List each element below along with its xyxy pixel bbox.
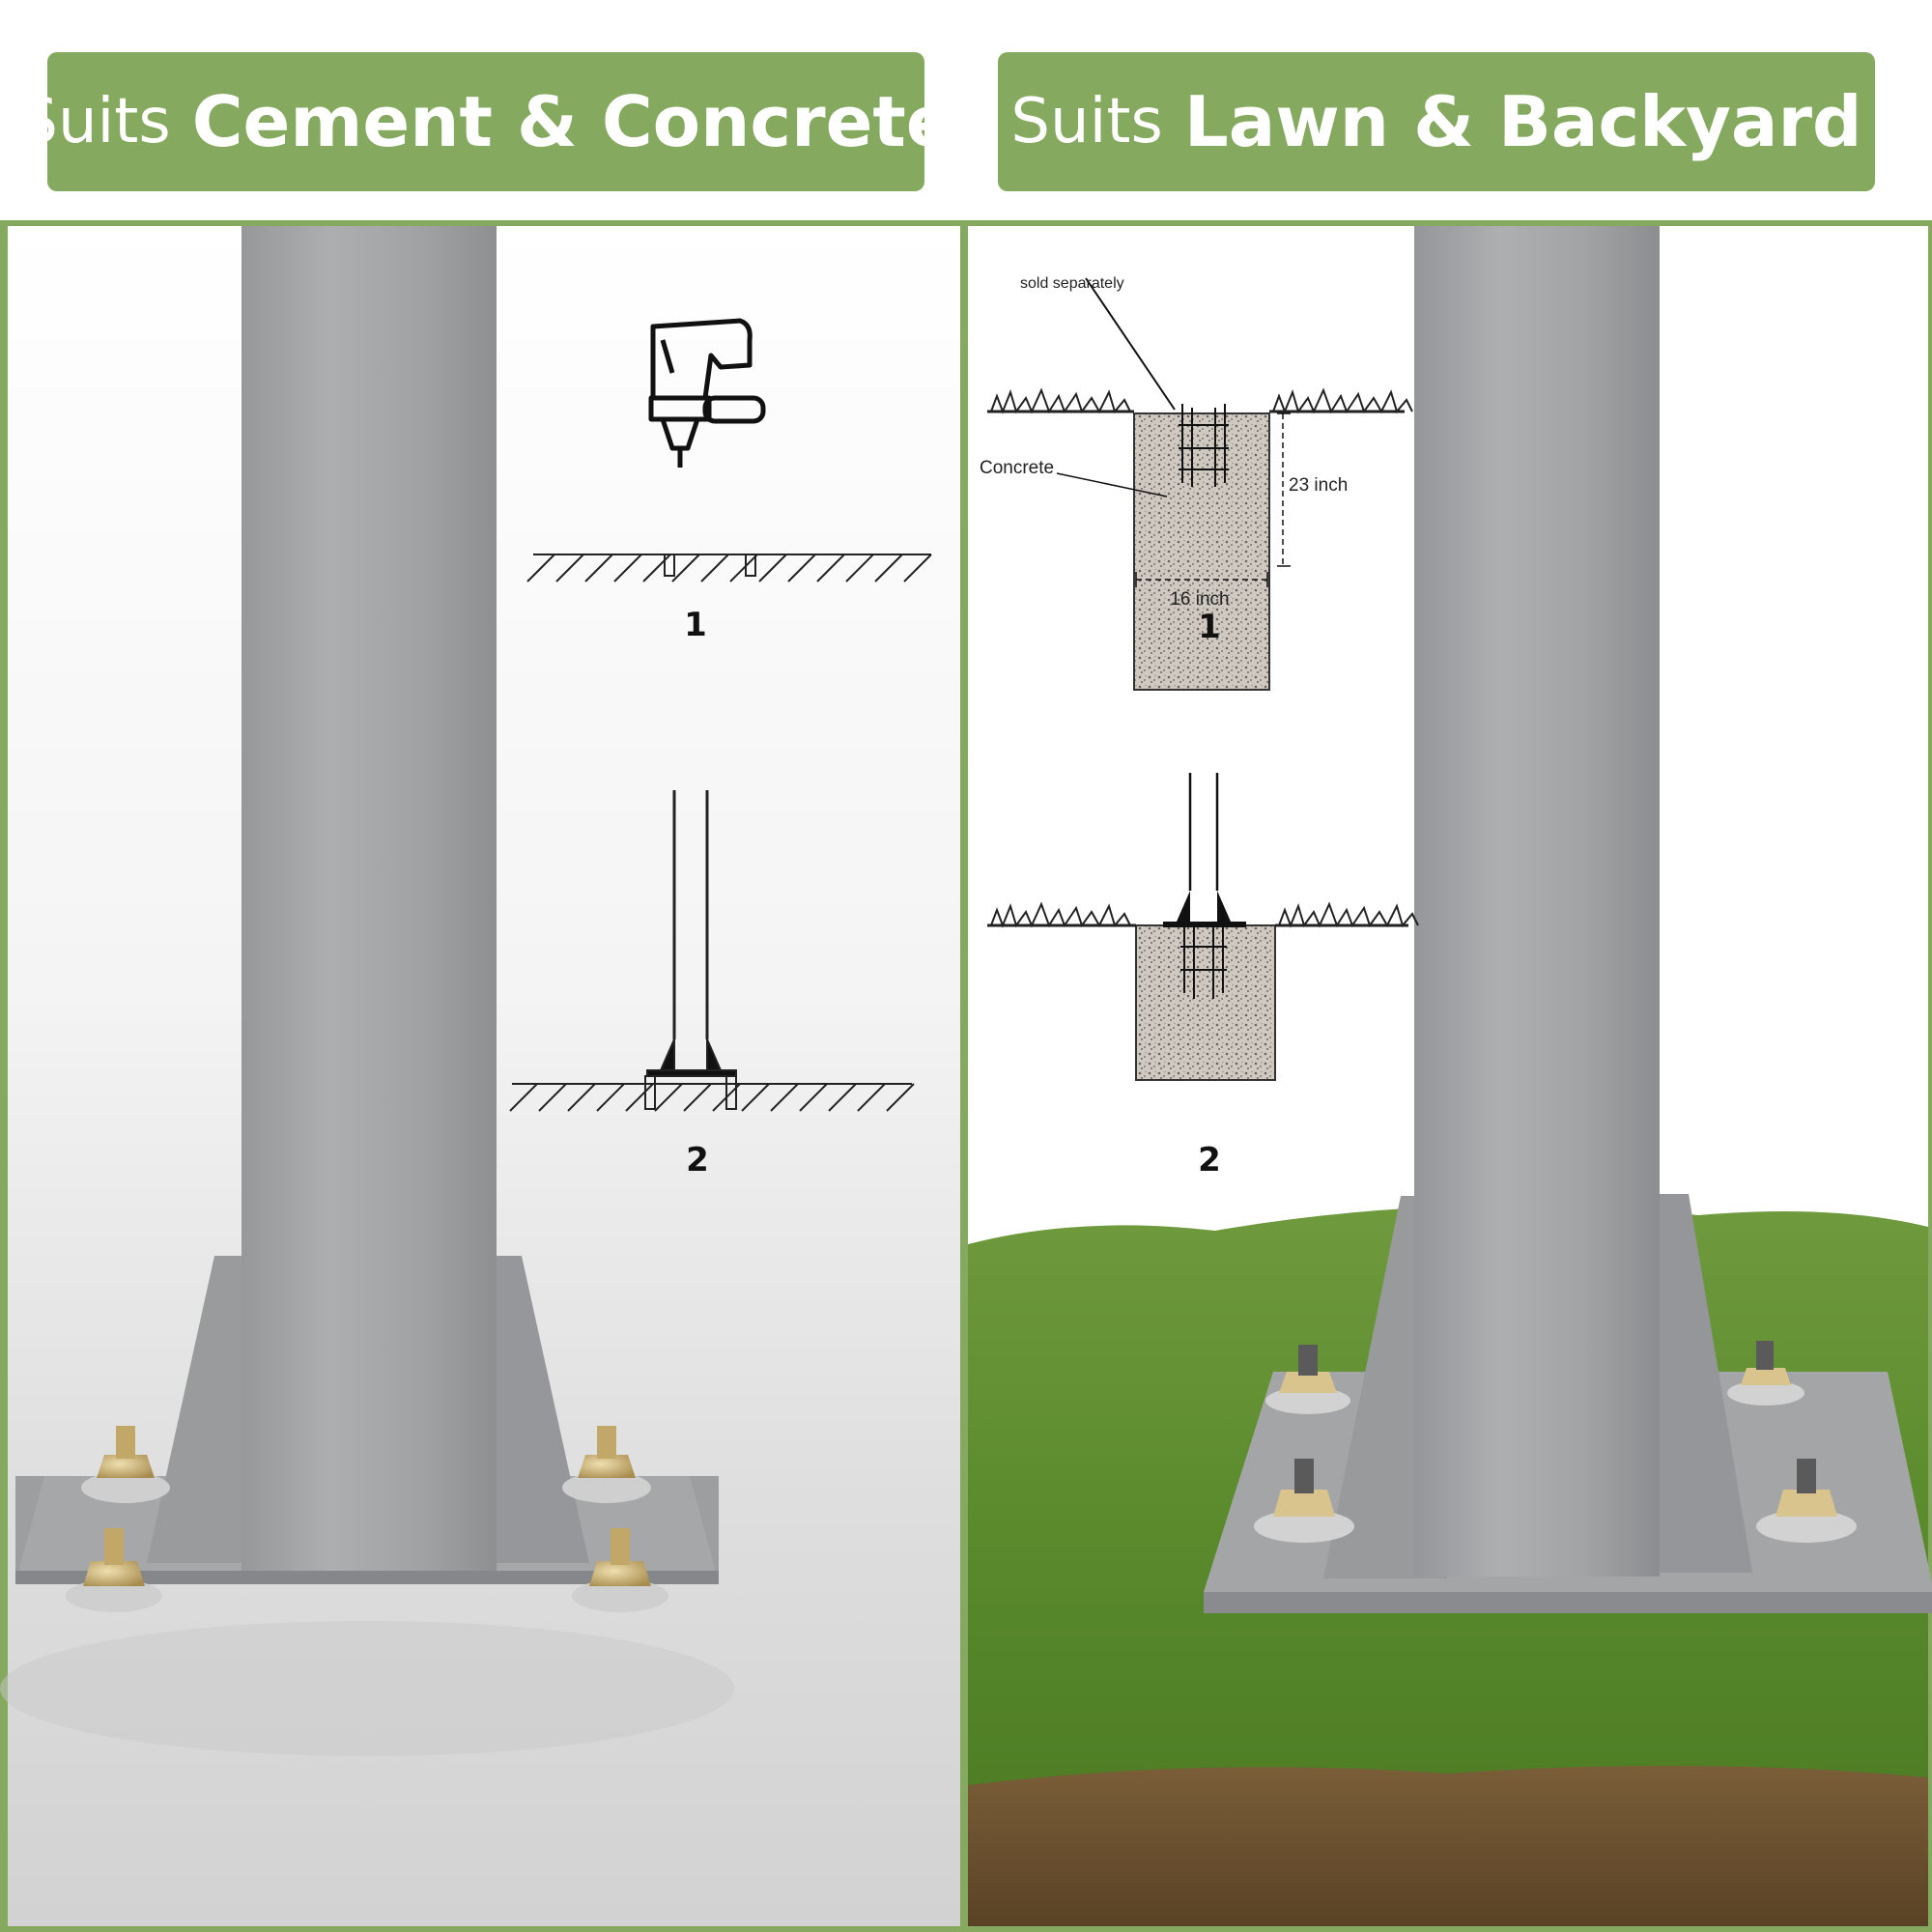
bolt-icon — [1265, 1345, 1350, 1414]
step-2-label: 2 — [1198, 1141, 1221, 1179]
soil-layer — [968, 1765, 1928, 1926]
bolt-icon — [562, 1426, 651, 1503]
post-anchored-diagram — [987, 773, 1419, 1081]
bolt-icon — [81, 1426, 170, 1503]
banner-cement-concrete: Suits Cement & Concrete — [18, 52, 953, 191]
label-sold-separately: sold separately — [1020, 275, 1124, 292]
bolt-icon — [1254, 1459, 1354, 1543]
step-1-label: 1 — [684, 606, 707, 644]
banner-right-emphasis: Lawn & Backyard — [1183, 81, 1862, 162]
gusset-right — [1644, 1194, 1752, 1573]
bolt-icon — [66, 1528, 162, 1612]
bolt-icon — [1727, 1341, 1804, 1406]
label-concrete: Concrete — [980, 458, 1054, 478]
step-1-label: 1 — [1198, 608, 1221, 646]
bolt-icon — [1756, 1459, 1857, 1543]
panel-lawn-backyard: sold separately Concrete 23 inch 16 inch… — [964, 220, 1932, 1932]
steel-post — [242, 226, 497, 1571]
label-depth: 23 inch — [1289, 475, 1348, 496]
cement-scene: 1 2 — [0, 226, 960, 1926]
gusset-right — [473, 1256, 589, 1563]
post-mounted-diagram — [509, 790, 915, 1112]
concrete-footing-diagram — [987, 277, 1413, 691]
bolt-icon — [572, 1528, 668, 1612]
banner-left-prefix: Suits — [18, 86, 171, 157]
banner-right-prefix: Suits — [1010, 86, 1163, 157]
label-width: 16 inch — [1170, 589, 1229, 610]
panel-cement-concrete: 1 2 — [0, 220, 966, 1932]
step-2-label: 2 — [686, 1141, 709, 1179]
gusset-left — [147, 1256, 263, 1563]
steel-post — [1414, 226, 1660, 1577]
drill-icon — [648, 318, 766, 468]
drill-holes-diagram — [526, 554, 932, 582]
banner-left-emphasis: Cement & Concrete — [191, 81, 953, 162]
lawn-scene: sold separately Concrete 23 inch 16 inch… — [968, 226, 1932, 1926]
banner-lawn-backyard: Suits Lawn & Backyard — [998, 52, 1875, 191]
